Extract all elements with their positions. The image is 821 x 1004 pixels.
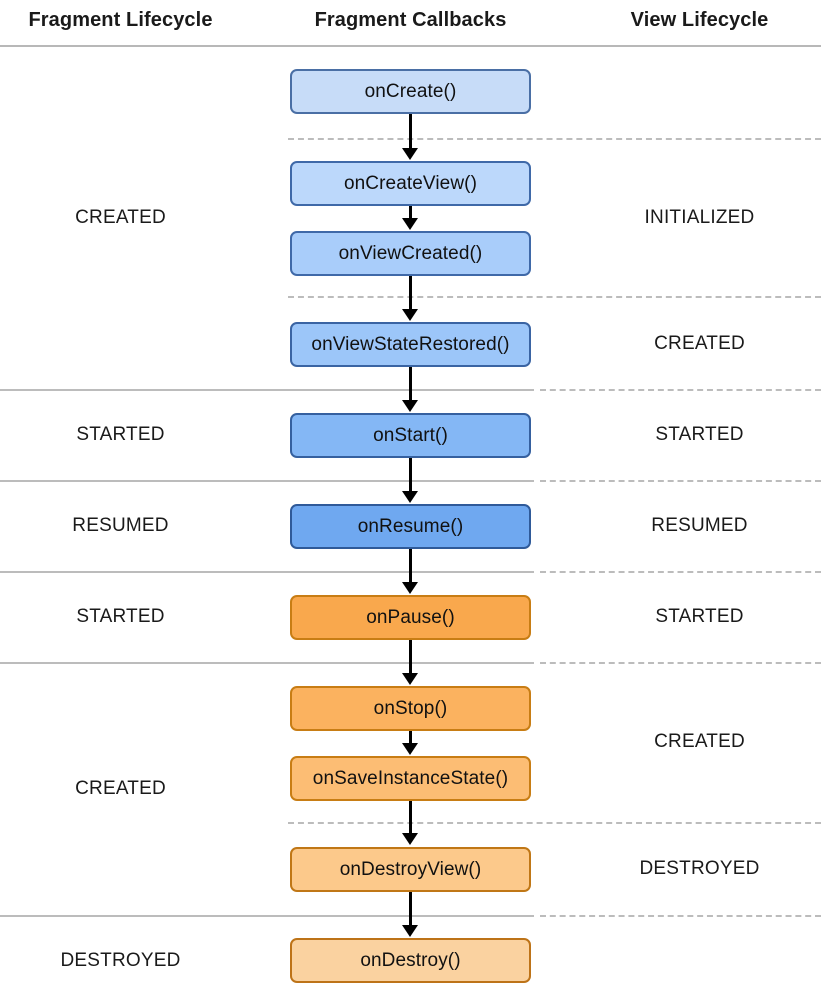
- callback-box-onviewstaterestored[interactable]: onViewStateRestored(): [290, 322, 531, 367]
- view-state-label: DESTROYED: [639, 858, 760, 879]
- flow-arrow-shaft: [409, 114, 412, 137]
- flow-arrow-shaft: [409, 549, 412, 571]
- lifecycle-separator: [0, 662, 534, 664]
- flow-arrow-shaft: [409, 571, 412, 583]
- flow-arrow-shaft: [409, 914, 412, 926]
- lifecycle-separator: [288, 822, 821, 824]
- view-state-label: CREATED: [654, 333, 745, 354]
- flow-arrow-shaft: [409, 892, 412, 914]
- column-header-fragment-lifecycle: Fragment Lifecycle: [28, 9, 213, 31]
- lifecycle-separator: [0, 915, 534, 917]
- column-header-row: Fragment Lifecycle Fragment Callbacks Vi…: [0, 0, 821, 46]
- callback-box-onstop[interactable]: onStop(): [290, 686, 531, 731]
- flow-arrow-head: [402, 491, 418, 503]
- fragment-state-label: CREATED: [75, 778, 166, 799]
- flow-arrow-shaft: [409, 480, 412, 492]
- lifecycle-separator: [540, 915, 821, 917]
- callback-box-onresume[interactable]: onResume(): [290, 504, 531, 549]
- lifecycle-separator: [0, 480, 534, 482]
- column-header-view-lifecycle: View Lifecycle: [630, 9, 769, 31]
- flow-arrow-shaft: [409, 137, 412, 149]
- callback-box-onsaveinstancestate[interactable]: onSaveInstanceState(): [290, 756, 531, 801]
- column-header-fragment-callbacks: Fragment Callbacks: [314, 9, 507, 31]
- flow-arrow-head: [402, 833, 418, 845]
- flow-arrow-head: [402, 148, 418, 160]
- flow-arrow-shaft: [409, 640, 412, 662]
- flow-arrow-head: [402, 309, 418, 321]
- fragment-state-label: STARTED: [76, 424, 165, 445]
- flow-arrow-shaft: [409, 389, 412, 401]
- callback-box-oncreate[interactable]: onCreate(): [290, 69, 531, 114]
- flow-arrow-shaft: [409, 296, 412, 309]
- lifecycle-separator: [0, 389, 534, 391]
- flow-arrow-head: [402, 218, 418, 230]
- flow-arrow-shaft: [409, 458, 412, 480]
- lifecycle-separator: [288, 296, 821, 298]
- flow-arrow-head: [402, 400, 418, 412]
- callback-box-ondestroyview[interactable]: onDestroyView(): [290, 847, 531, 892]
- view-state-label: STARTED: [655, 606, 744, 627]
- lifecycle-separator: [540, 662, 821, 664]
- fragment-state-label: DESTROYED: [60, 950, 181, 971]
- flow-arrow-head: [402, 582, 418, 594]
- lifecycle-separator: [0, 571, 534, 573]
- view-state-label: INITIALIZED: [644, 207, 755, 228]
- fragment-state-label: RESUMED: [72, 515, 169, 536]
- callback-box-ondestroy[interactable]: onDestroy(): [290, 938, 531, 983]
- flow-arrow-head: [402, 743, 418, 755]
- callback-box-oncreateview[interactable]: onCreateView(): [290, 161, 531, 206]
- flow-arrow-shaft: [409, 276, 412, 298]
- callback-box-onpause[interactable]: onPause(): [290, 595, 531, 640]
- view-state-label: STARTED: [655, 424, 744, 445]
- flow-arrow-head: [402, 673, 418, 685]
- view-state-label: CREATED: [654, 731, 745, 752]
- flow-arrow-shaft: [409, 731, 412, 744]
- fragment-state-label: STARTED: [76, 606, 165, 627]
- lifecycle-separator: [540, 571, 821, 573]
- callback-box-onviewcreated[interactable]: onViewCreated(): [290, 231, 531, 276]
- flow-arrow-shaft: [409, 822, 412, 834]
- flow-arrow-head: [402, 925, 418, 937]
- view-state-label: RESUMED: [651, 515, 748, 536]
- flow-arrow-shaft: [409, 367, 412, 389]
- flow-arrow-shaft: [409, 206, 412, 219]
- header-divider: [0, 45, 821, 47]
- lifecycle-separator: [540, 480, 821, 482]
- lifecycle-separator: [288, 138, 821, 140]
- flow-arrow-shaft: [409, 801, 412, 822]
- lifecycle-separator: [540, 389, 821, 391]
- fragment-state-label: CREATED: [75, 207, 166, 228]
- flow-arrow-shaft: [409, 662, 412, 674]
- callback-box-onstart[interactable]: onStart(): [290, 413, 531, 458]
